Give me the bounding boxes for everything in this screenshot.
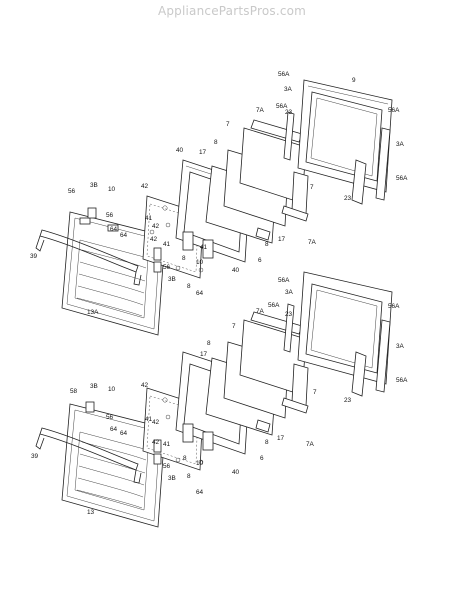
callout-upper-7: 7 (226, 121, 230, 128)
callout-lower-23: 23 (344, 397, 352, 404)
side-brackets-upper (283, 111, 391, 205)
callout-lower-56a: 56A (396, 377, 408, 384)
callout-lower-6: 6 (260, 455, 264, 462)
callout-lower-58: 58 (70, 388, 78, 395)
callout-lower-56a: 56A (278, 277, 290, 284)
callout-lower-7a: 7A (256, 308, 265, 315)
callout-lower-8: 8 (183, 455, 187, 462)
callout-upper-13a: 13A (87, 309, 99, 316)
callout-upper-42: 42 (141, 183, 149, 190)
callout-upper-40: 40 (176, 147, 184, 154)
callout-lower-64: 64 (110, 426, 118, 433)
callout-upper-56a: 56A (278, 71, 290, 78)
callout-upper-56: 56 (163, 264, 171, 271)
callout-upper-56a: 56A (276, 103, 288, 110)
callout-upper-39: 39 (30, 253, 38, 260)
callout-lower-10: 10 (108, 386, 116, 393)
callout-upper-7: 7 (310, 184, 314, 191)
callout-upper-41: 41 (145, 215, 153, 222)
callout-lower-42: 42 (141, 382, 149, 389)
callout-lower-3b: 3B (90, 383, 98, 390)
callout-upper-64: 64 (120, 232, 128, 239)
callout-lower-40: 40 (232, 469, 240, 476)
callout-upper-3a: 3A (284, 86, 293, 93)
callout-lower-41: 41 (163, 441, 171, 448)
callout-upper-64: 64 (110, 226, 118, 233)
callout-lower-3a: 3A (396, 343, 405, 350)
callout-lower-8: 8 (265, 439, 269, 446)
outer-door-panel-upper (61, 211, 166, 336)
hinges-lower (85, 397, 214, 465)
callout-lower-56a: 56A (268, 302, 280, 309)
callout-lower-8: 8 (187, 473, 191, 480)
callout-upper-40: 40 (232, 267, 240, 274)
callout-lower-23: 23 (285, 311, 293, 318)
outer-door-panel-lower (61, 403, 166, 528)
callout-upper-8: 8 (214, 139, 218, 146)
door-handle-upper (35, 229, 142, 286)
callout-lower-8: 8 (207, 340, 211, 347)
callout-upper-9: 9 (352, 77, 356, 84)
callout-lower-64: 64 (120, 430, 128, 437)
lower-door-assembly (35, 271, 393, 528)
callout-upper-10: 10 (108, 186, 116, 193)
callout-upper-23: 23 (344, 195, 352, 202)
callout-upper-56: 56 (68, 188, 76, 195)
callout-upper-41: 41 (163, 241, 171, 248)
callout-upper-3a: 3A (396, 141, 405, 148)
callout-lower-39: 39 (31, 453, 39, 460)
callout-upper-64: 64 (196, 290, 204, 297)
callout-lower-42: 42 (152, 439, 160, 446)
callout-upper-3b: 3B (90, 182, 98, 189)
callout-lower-10: 10 (196, 460, 204, 467)
callout-lower-13: 13 (87, 509, 95, 516)
callout-lower-3a: 3A (285, 289, 294, 296)
back-door-frame-upper (297, 79, 393, 193)
site-watermark: AppliancePartsPros.com (157, 4, 307, 18)
callout-upper-7a: 7A (308, 239, 317, 246)
callout-lower-17: 17 (277, 435, 285, 442)
callout-upper-17: 17 (199, 149, 207, 156)
callout-upper-3b: 3B (168, 276, 176, 283)
callout-lower-7: 7 (313, 389, 317, 396)
callout-upper-8: 8 (182, 255, 186, 262)
callout-lower-56: 56 (106, 414, 114, 421)
callout-lower-41: 41 (145, 416, 153, 423)
callout-upper-23: 23 (285, 109, 293, 116)
callout-lower-56: 56 (163, 463, 171, 470)
callout-lower-17: 17 (200, 351, 208, 358)
callout-lower-7: 7 (232, 323, 236, 330)
callout-upper-42: 42 (152, 223, 160, 230)
callout-lower-3b: 3B (168, 475, 176, 482)
callout-upper-6: 6 (258, 257, 262, 264)
callout-lower-64: 64 (196, 489, 204, 496)
callout-upper-10: 10 (196, 259, 204, 266)
callout-upper-7a: 7A (256, 107, 265, 114)
door-handle-lower (35, 427, 142, 484)
callout-upper-56a: 56A (388, 107, 400, 114)
callout-upper-17: 17 (278, 236, 286, 243)
side-brackets-lower (283, 303, 391, 397)
callout-lower-7a: 7A (306, 441, 315, 448)
callout-lower-56a: 56A (388, 303, 400, 310)
callout-upper-56a: 56A (396, 175, 408, 182)
callout-upper-41: 41 (200, 244, 208, 251)
callout-upper-42: 42 (150, 236, 158, 243)
callout-upper-8: 8 (187, 283, 191, 290)
callout-upper-56: 56 (106, 212, 114, 219)
callout-upper-8: 8 (265, 241, 269, 248)
hinges-upper (87, 205, 214, 273)
back-door-frame-lower (297, 271, 393, 385)
upper-door-assembly (35, 79, 393, 336)
callout-lower-42: 42 (152, 419, 160, 426)
glass-panels-lower (205, 319, 307, 436)
parts-drawing (35, 79, 393, 528)
